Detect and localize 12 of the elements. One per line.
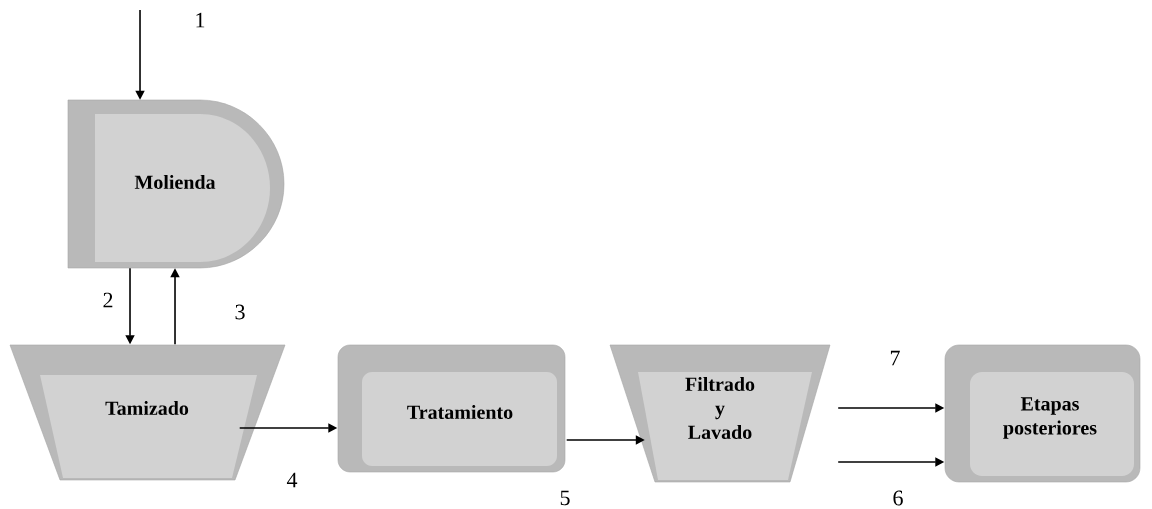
edge-label: 5 — [558, 489, 572, 507]
edge-label: 7 — [888, 349, 902, 367]
process-box: Etapas posteriores — [944, 344, 1141, 483]
process-box: Molienda — [67, 99, 285, 269]
process-box: Tamizado — [9, 344, 286, 481]
edge-label: 6 — [891, 489, 905, 507]
process-box: Tratamiento — [337, 344, 566, 473]
edge-label: 2 — [101, 291, 115, 309]
edge-label: 4 — [285, 471, 299, 489]
edge-label: 1 — [193, 11, 207, 29]
process-box: Filtrado y Lavado — [609, 344, 831, 483]
edge-label: 3 — [233, 303, 247, 321]
